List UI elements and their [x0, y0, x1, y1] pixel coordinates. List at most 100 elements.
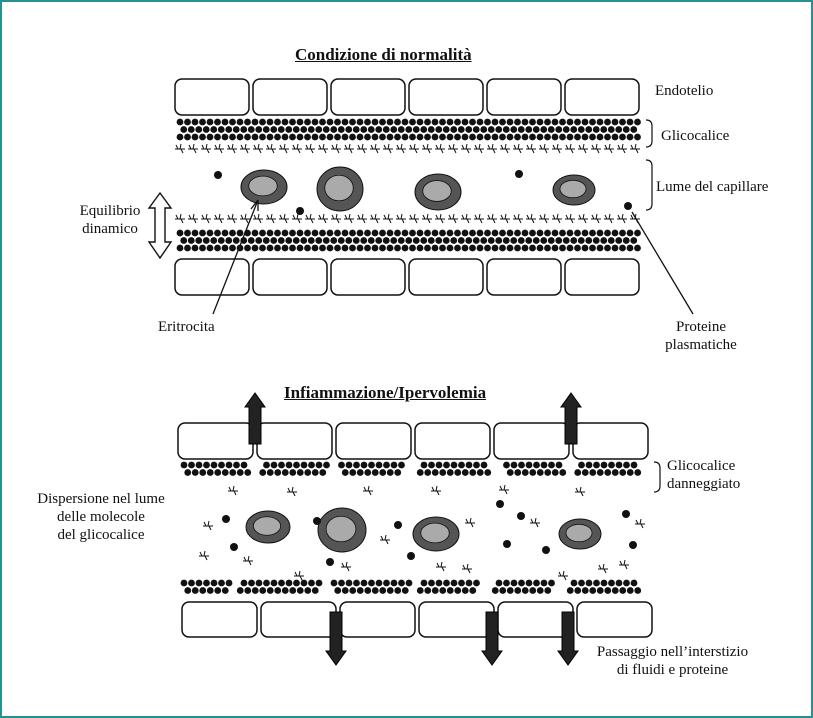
glycocalyx-dot — [394, 118, 401, 126]
glycocalyx-dot — [221, 587, 229, 594]
glycocalyx-dot — [379, 229, 386, 237]
glycocalyx-dot — [180, 579, 188, 587]
glycocalyx-dot — [578, 461, 585, 469]
glycocalyx-dot — [206, 229, 214, 237]
erythrocyte-icon — [552, 174, 596, 206]
glycocalyx-dot — [566, 118, 574, 126]
glycocalyx-dot — [611, 229, 619, 237]
endothelial-cell — [181, 601, 258, 638]
glycocalyx-dot — [195, 461, 203, 469]
glycocalyx-dot — [450, 126, 458, 133]
glycocalyx-dot — [457, 237, 465, 244]
glycocalyx-dot — [596, 469, 604, 476]
glycocalyx-fiber-icon — [287, 486, 297, 497]
endothelial-cell — [330, 78, 406, 116]
glycocalyx-dot — [203, 579, 210, 587]
label-equilibrium-line1: Equilibrio — [79, 203, 141, 219]
glycocalyx-dot — [405, 126, 413, 133]
glycocalyx-dot — [266, 587, 274, 594]
glycocalyx-dot — [232, 237, 240, 244]
glycocalyx-dot — [495, 579, 503, 587]
glycocalyx-dot — [206, 469, 214, 476]
glycocalyx-dot — [630, 579, 638, 587]
glycocalyx-dot — [334, 587, 342, 594]
glycocalyx-dot — [296, 133, 304, 141]
glycocalyx-dot — [379, 133, 386, 141]
label-dispersion: Dispersione nel lume delle molecole del … — [16, 490, 186, 544]
erythrocyte-inner — [325, 515, 357, 543]
endothelial-cell — [174, 78, 250, 116]
glycocalyx-dot — [300, 461, 308, 469]
glycocalyx-dot — [210, 237, 218, 244]
glycocalyx-dot — [589, 244, 596, 252]
erythrocyte-icon — [240, 169, 288, 205]
glycocalyx-dot — [510, 126, 518, 133]
glycocalyx-dot — [495, 237, 503, 244]
glycocalyx-dot — [304, 118, 311, 126]
glycocalyx-dot — [469, 587, 477, 594]
glycocalyx-dot — [259, 229, 266, 237]
bracket-glycocalyx — [645, 119, 653, 148]
glycocalyx-fiber-icon — [370, 213, 380, 224]
glycocalyx-dot — [514, 229, 521, 237]
glycocalyx-dot — [581, 244, 589, 252]
glycocalyx-dot — [409, 229, 416, 237]
glycocalyx-dot — [398, 579, 405, 587]
glycocalyx-dot — [544, 469, 552, 476]
glycocalyx-dot — [386, 244, 394, 252]
glycocalyx-dot — [529, 133, 536, 141]
glycocalyx-dot — [416, 133, 424, 141]
glycocalyx-fiber-icon — [188, 213, 198, 224]
endothelial-cell — [335, 422, 412, 460]
glycocalyx-dot — [585, 237, 593, 244]
glycocalyx-dot — [619, 244, 626, 252]
erythrocyte-inner — [559, 179, 587, 199]
glycocalyx-dot — [589, 587, 597, 594]
glycocalyx-dot — [604, 469, 612, 476]
glycocalyx-dot — [345, 461, 353, 469]
glycocalyx-dot — [236, 118, 244, 126]
glycocalyx-dot — [274, 229, 281, 237]
glycocalyx-dot — [600, 126, 608, 133]
glycocalyx-dot — [397, 237, 405, 244]
glycocalyx-dot — [454, 118, 461, 126]
glycocalyx-dot — [274, 244, 281, 252]
glycocalyx-dot — [484, 118, 491, 126]
glycocalyx-dot — [225, 579, 233, 587]
glycocalyx-fiber-icon — [240, 213, 250, 224]
glycocalyx-dot — [296, 229, 304, 237]
glycocalyx-dot — [368, 579, 375, 587]
up-arrow-icon — [244, 392, 266, 445]
glycocalyx-dot — [383, 579, 390, 587]
glycocalyx-fiber-icon — [318, 143, 328, 154]
glycocalyx-dot — [502, 237, 510, 244]
glycocalyx-fiber-icon — [558, 570, 568, 581]
glycocalyx-dot — [514, 469, 522, 476]
glycocalyx-dot — [210, 579, 218, 587]
glycocalyx-dot — [604, 118, 611, 126]
glycocalyx-dot — [311, 587, 319, 594]
glycocalyx-dot — [401, 244, 409, 252]
glycocalyx-dot — [225, 461, 233, 469]
glycocalyx-dot — [199, 469, 207, 476]
label-proteins-line2: plasmatiche — [665, 337, 737, 353]
glycocalyx-dot — [187, 126, 195, 133]
glycocalyx-dot — [514, 118, 521, 126]
glycocalyx-fiber-icon — [201, 213, 211, 224]
glycocalyx-dot — [304, 587, 312, 594]
glycocalyx-dot — [266, 469, 274, 476]
glycocalyx-dot — [578, 579, 585, 587]
glycocalyx-dot — [274, 587, 282, 594]
glycocalyx-fiber-icon — [487, 143, 497, 154]
glycocalyx-fiber-icon — [448, 213, 458, 224]
glycocalyx-dot — [195, 237, 203, 244]
glycocalyx-dot — [499, 244, 506, 252]
down-arrow-icon — [481, 611, 503, 666]
up-arrow-icon — [560, 392, 582, 445]
glycocalyx-dot — [592, 126, 600, 133]
glycocalyx-dot — [536, 469, 544, 476]
glycocalyx-fiber-icon — [598, 563, 608, 574]
endothelial-cell — [252, 78, 328, 116]
glycocalyx-dot — [210, 126, 218, 133]
glycocalyx-dot — [424, 244, 431, 252]
